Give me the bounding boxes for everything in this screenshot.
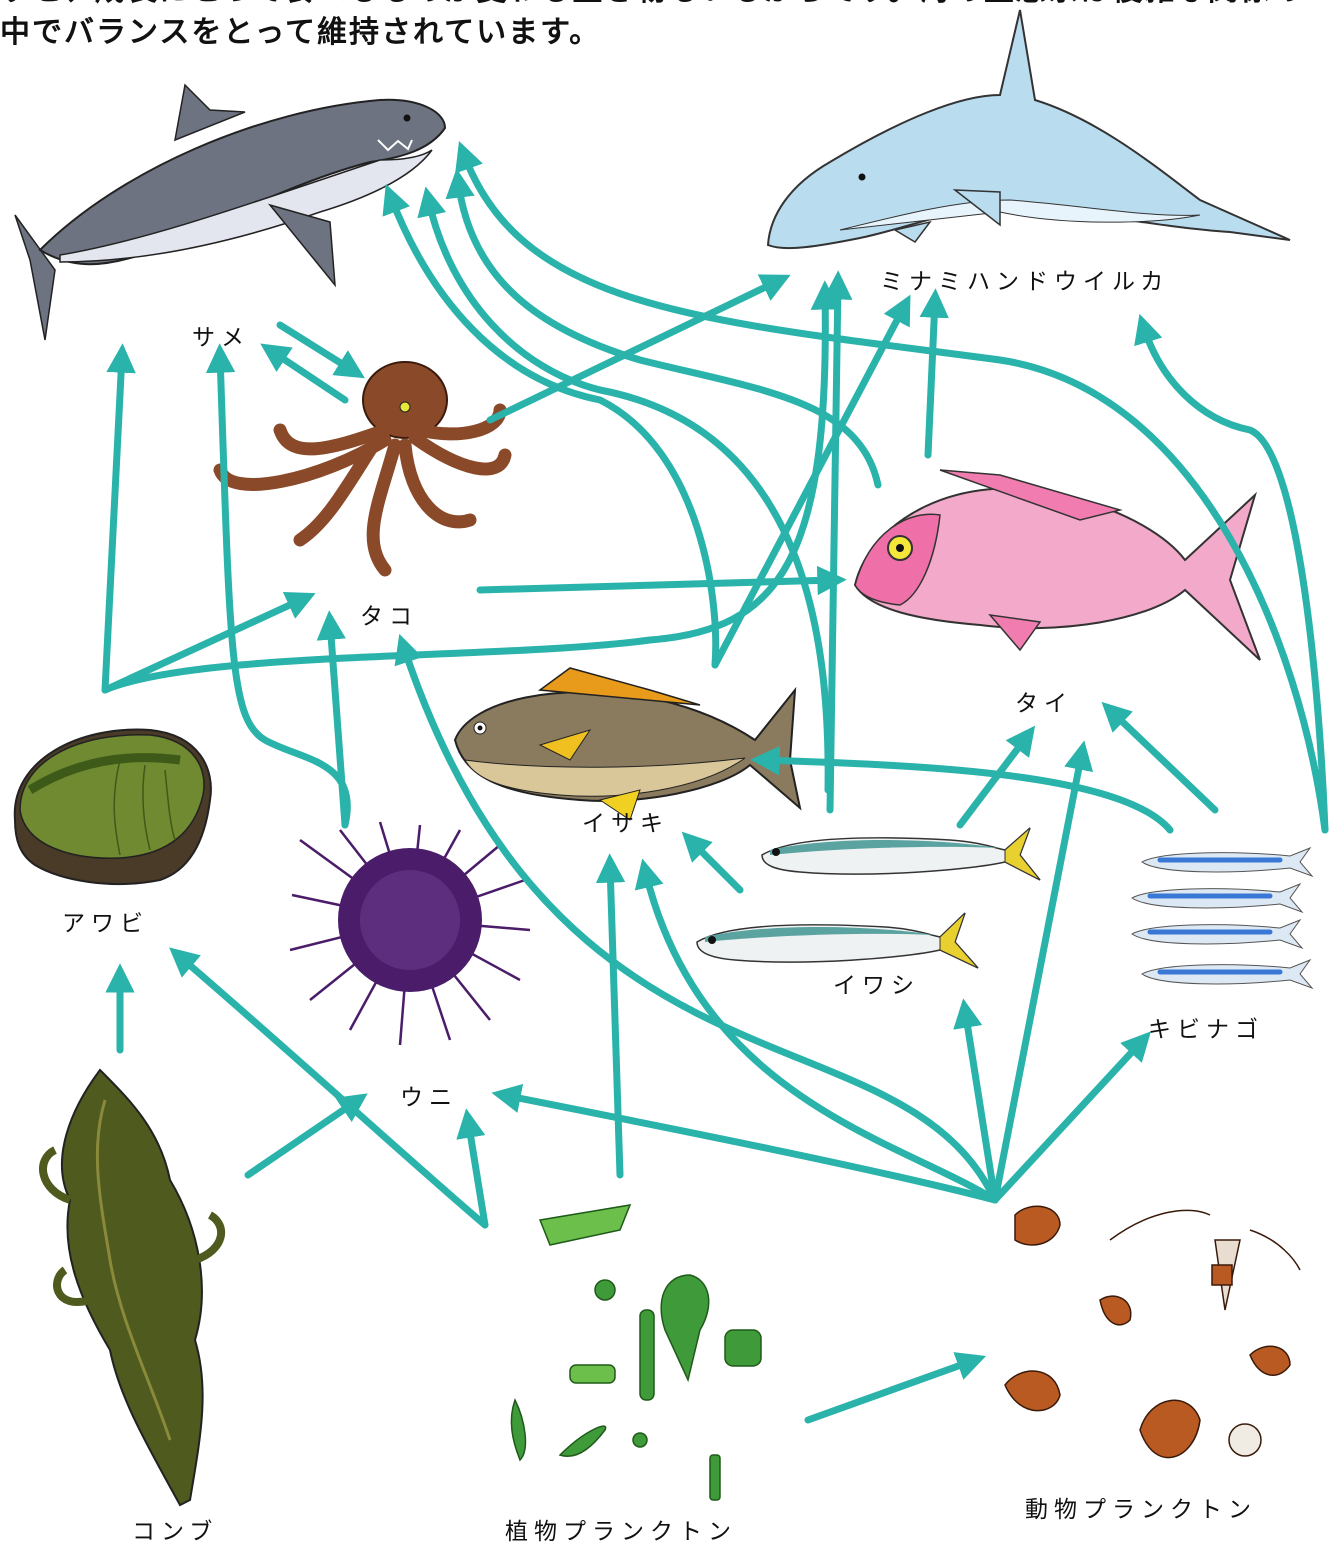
arrow-abalone-to-shark — [105, 355, 122, 690]
shark-icon — [15, 85, 445, 340]
octopus-icon — [220, 362, 505, 570]
label-grunt: イサキ — [582, 804, 669, 838]
label-shark: サメ — [192, 318, 250, 352]
arrows — [105, 152, 1325, 1420]
label-dolphin: ミナミハンドウイルカ — [880, 262, 1169, 296]
sardine-icon — [697, 828, 1040, 968]
sea-bream-icon — [855, 470, 1260, 660]
arrow-zoo-to-grunt — [645, 870, 995, 1200]
arrow-kelp-to-urchin — [248, 1100, 358, 1175]
label-zooplankton: 動物プランクトン — [1025, 1490, 1257, 1524]
abalone-icon — [15, 730, 211, 884]
arrow-zoo-to-urchin — [503, 1095, 995, 1200]
grunt-icon — [455, 668, 800, 820]
label-sardine: イワシ — [833, 966, 920, 1000]
arrow-phyto-to-grunt — [610, 865, 620, 1175]
arrow-sardine-to-grunt — [690, 840, 740, 890]
label-sea-bream: タイ — [1015, 684, 1073, 718]
silver-sprat-icon — [1132, 848, 1312, 988]
phytoplankton-icon — [511, 1205, 761, 1500]
sea-urchin-icon — [290, 822, 530, 1045]
dolphin-icon — [768, 10, 1290, 248]
zooplankton-icon — [1005, 1206, 1300, 1457]
label-phytoplankton: 植物プランクトン — [505, 1512, 737, 1546]
arrow-sardine-to-dolphin — [830, 282, 838, 810]
arrow-abalone-to-octopus — [105, 598, 305, 690]
arrow-octopus-to-sea-bream — [480, 580, 835, 590]
label-abalone: アワビ — [62, 904, 149, 938]
label-silver-sprat: キビナゴ — [1148, 1010, 1264, 1044]
arrow-zoo-to-sea-bream — [995, 752, 1082, 1200]
arrow-sprat-to-sea-bream — [1110, 710, 1215, 810]
arrow-zoo-to-sprat — [995, 1040, 1143, 1200]
arrow-sea-bream-to-dolphin — [928, 300, 935, 455]
kelp-icon — [43, 1070, 221, 1505]
arrow-urchin-to-octopus — [330, 622, 345, 825]
label-kelp: コンブ — [132, 1512, 218, 1546]
arrow-phyto-to-zoo — [808, 1360, 975, 1420]
label-octopus: タコ — [360, 597, 418, 631]
label-sea-urchin: ウニ — [400, 1078, 458, 1112]
